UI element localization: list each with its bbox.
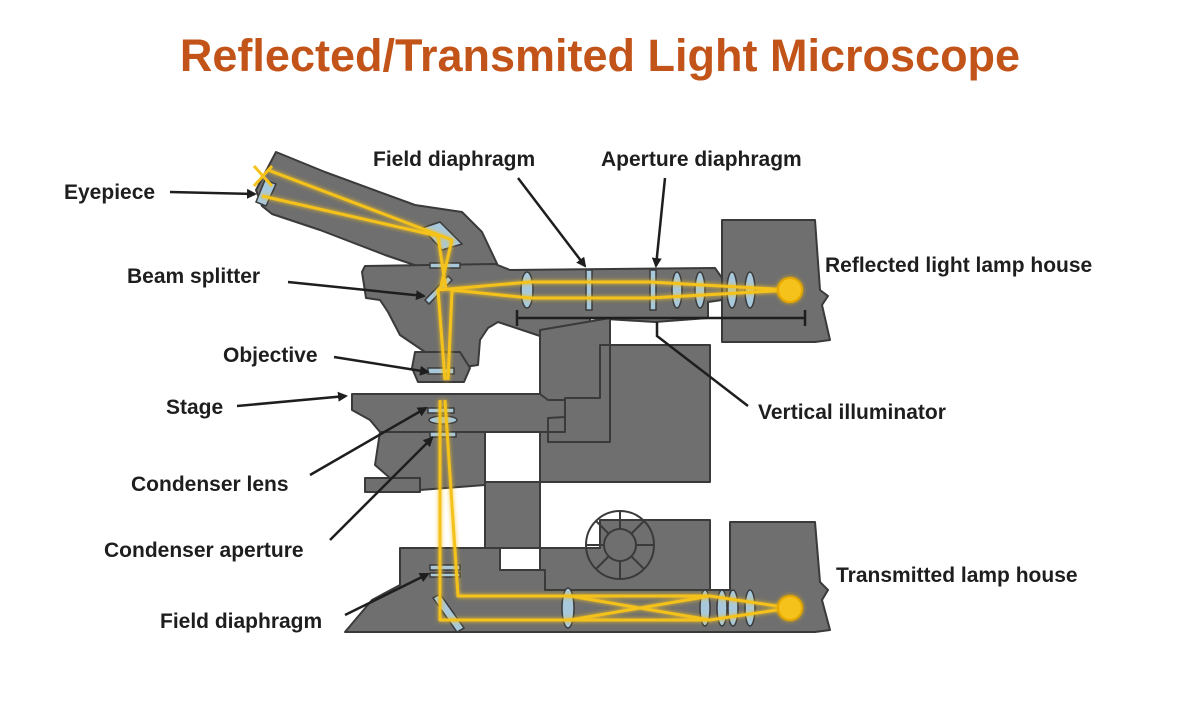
beam-splitter-arrow — [287, 280, 426, 301]
transmitted-lens-4 — [727, 589, 739, 627]
field-diaphragm-top-plate — [585, 269, 593, 311]
label-field-diaphragm-top: Field diaphragm — [373, 148, 535, 171]
condenser-arm — [364, 477, 421, 493]
leader-lines — [169, 177, 749, 617]
reflected-lens-3 — [694, 271, 706, 309]
label-aperture-diaphragm: Aperture diaphragm — [601, 148, 802, 171]
reflected-lens-1 — [520, 271, 534, 309]
eyepiece-arrow — [169, 188, 257, 199]
reflected-lens-4 — [726, 271, 738, 309]
aperture-diaphragm-plate — [649, 269, 657, 311]
transmitted-lens-3 — [716, 589, 728, 627]
label-condenser-aperture: Condenser aperture — [104, 539, 304, 562]
reflected-beam-upper — [436, 280, 791, 381]
reflected-lens-5 — [744, 271, 756, 309]
transmitted-cross-2 — [569, 594, 711, 622]
condenser-aperture-arrow — [329, 436, 434, 541]
label-transmitted-lamp-house: Transmitted lamp house — [836, 564, 1078, 587]
eyepiece-crosshair — [252, 164, 274, 188]
transmitted-lens-2 — [699, 589, 711, 627]
transmitted-lamp-bulb — [777, 595, 803, 621]
label-field-diaphragm-bottom: Field diaphragm — [160, 610, 322, 633]
condenser-aperture-plate — [429, 431, 457, 438]
label-vertical-illuminator: Vertical illuminator — [758, 401, 946, 424]
reflected-lamp-housing — [721, 219, 831, 343]
label-eyepiece: Eyepiece — [64, 181, 155, 204]
label-beam-splitter: Beam splitter — [127, 265, 260, 288]
objective-lens — [427, 367, 455, 375]
reflected-lamp-bulb — [777, 277, 803, 303]
page-title: Reflected/Transmited Light Microscope — [179, 30, 1021, 81]
eyepiece-beam-b — [261, 194, 448, 291]
field-diaphragm-bottom-arrow — [344, 572, 430, 617]
field-diaphragm-bottom-plate — [429, 564, 461, 571]
condenser-lens-arrow — [309, 406, 428, 477]
transmitted-lens-5 — [744, 589, 756, 627]
field-diaphragm-bottom-plate-2 — [429, 572, 461, 578]
transmitted-beam-b — [438, 400, 791, 622]
vertical-illuminator-bar — [515, 310, 807, 326]
label-objective: Objective — [223, 344, 318, 367]
light-beams — [261, 168, 791, 622]
reflected-lens-2 — [671, 271, 683, 309]
label-condenser-lens: Condenser lens — [131, 473, 289, 496]
label-reflected-lamp-house: Reflected light lamp house — [825, 254, 1092, 277]
aperture-diaphragm-arrow — [651, 177, 667, 268]
label-stage: Stage — [166, 396, 223, 419]
objective-nose — [411, 351, 471, 383]
microscope-body — [255, 151, 831, 633]
stage-plate — [351, 393, 566, 433]
reflected-beam-lower — [446, 288, 791, 381]
transmitted-lens-1 — [561, 587, 575, 629]
vertical-illuminator-leader — [655, 322, 749, 407]
field-diaphragm-top-arrow — [517, 177, 587, 268]
condenser-lens-glass — [428, 415, 458, 425]
transmitted-beam-a — [443, 399, 791, 610]
focus-knob — [585, 510, 655, 580]
labels: Eyepiece Beam splitter Objective Stage C… — [64, 148, 1092, 633]
stage-arrow — [236, 391, 348, 408]
objective-arrow — [333, 355, 430, 376]
